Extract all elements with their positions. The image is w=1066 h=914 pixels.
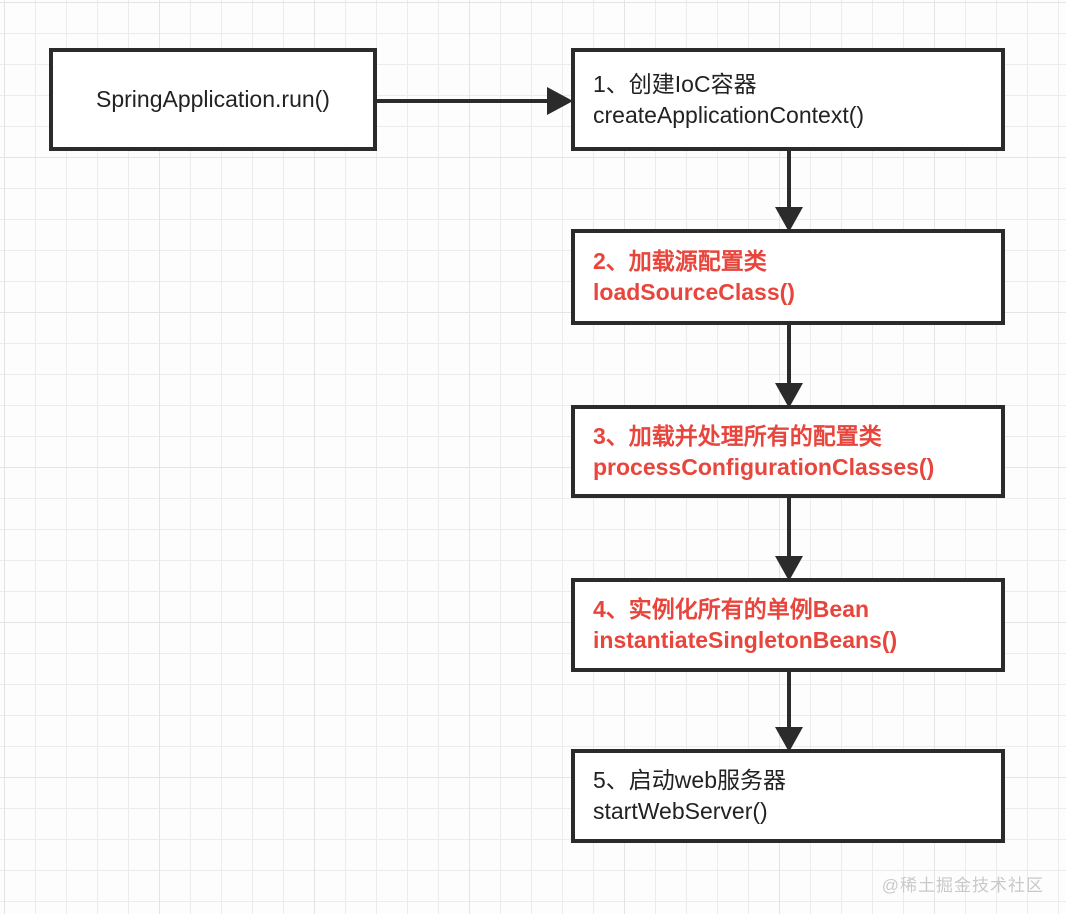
node-step-2-method: loadSourceClass() (593, 279, 795, 305)
node-step-5-method: startWebServer() (593, 798, 768, 824)
node-step-1-method: createApplicationContext() (593, 101, 865, 128)
node-spring-application-run[interactable]: SpringApplication.run() (49, 48, 377, 151)
node-step-4-instantiate-singleton-beans[interactable]: 4、实例化所有的单例Bean instantiateSingletonBeans… (571, 578, 1005, 672)
node-step-5-start-web-server[interactable]: 5、启动web服务器 startWebServer() (571, 749, 1005, 843)
node-step-2-title: 2、加载源配置类 (593, 248, 767, 275)
node-step-3-method: processConfigurationClasses() (593, 453, 935, 480)
node-step-1-title: 1、创建IoC容器 (593, 70, 757, 97)
node-entry-label: SpringApplication.run() (96, 86, 330, 113)
node-step-1-create-ioc-container[interactable]: 1、创建IoC容器 createApplicationContext() (571, 48, 1005, 151)
arrow-entry-to-step-1 (375, 84, 575, 118)
node-step-2-load-source-class[interactable]: 2、加载源配置类 loadSourceClass() (571, 229, 1005, 325)
arrow-step-3-to-step-4 (772, 496, 806, 582)
node-step-3-process-configuration-classes[interactable]: 3、加载并处理所有的配置类 processConfigurationClasse… (571, 405, 1005, 498)
node-step-4-title: 4、实例化所有的单例Bean (593, 596, 870, 623)
arrow-step-1-to-step-2 (772, 149, 806, 233)
node-step-3-title: 3、加载并处理所有的配置类 (593, 422, 882, 449)
node-step-4-method: instantiateSingletonBeans() (593, 627, 898, 653)
arrow-step-4-to-step-5 (772, 670, 806, 753)
watermark-text: @稀土掘金技术社区 (881, 876, 1044, 895)
arrow-step-2-to-step-3 (772, 323, 806, 409)
node-step-5-title: 5、启动web服务器 (593, 767, 786, 794)
